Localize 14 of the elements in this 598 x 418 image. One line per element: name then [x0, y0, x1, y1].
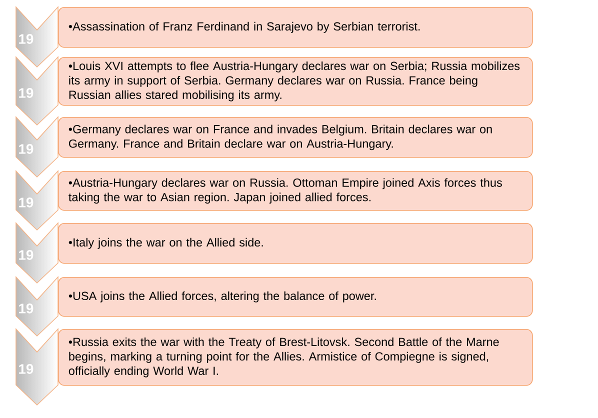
- event-box: •Russia exits the war with the Treaty of Brest-Litovsk. Second Battle of the Marne begins, marking a turning point for the Allies. Armistice of Compiegne is signed, officially ending World War I.: [58, 329, 533, 386]
- chevron-tab: 19: [16, 6, 58, 68]
- event-box: •Italy joins the war on the Allied side.: [58, 223, 533, 264]
- chevron-tab: 19: [16, 276, 58, 337]
- event-box: •Louis XVI attempts to flee Austria-Hungary declares war on Serbia; Russia mobilizes its army in support of Serbia. Germany declares war on Russia. France being Russian allies stared mobilising its army.: [58, 57, 533, 106]
- chevron-tab: 19: [16, 116, 58, 178]
- event-box: •Germany declares war on France and invades Belgium. Britain declares war on Germany. France and Britain declare war on Austria-Hungary.: [58, 117, 533, 158]
- event-box: •Austria-Hungary declares war on Russia. Ottoman Empire joined Axis forces thus taking the war to Asian region. Japan joined allied forces.: [58, 171, 533, 211]
- chevron-tab: 19: [16, 170, 58, 231]
- event-box: •Assassination of Franz Ferdinand in Sarajevo by Serbian terrorist.: [58, 7, 533, 48]
- chevron-tab: 19: [16, 328, 58, 406]
- event-box: •USA joins the Allied forces, altering the balance of power.: [58, 277, 533, 317]
- chevron-tab: 19: [16, 222, 58, 284]
- chevron-tab: 19: [16, 56, 58, 126]
